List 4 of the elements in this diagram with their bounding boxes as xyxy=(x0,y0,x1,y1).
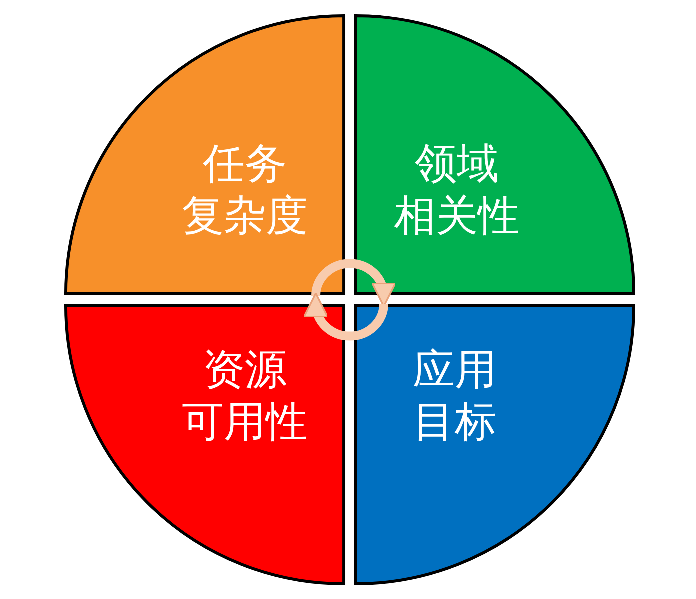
quadrant-label: 资源可用性 xyxy=(182,344,308,448)
quadrant-label: 应用目标 xyxy=(413,344,497,448)
quadrant-label: 领域相关性 xyxy=(394,138,520,242)
quadrant-label: 任务复杂度 xyxy=(182,138,308,242)
